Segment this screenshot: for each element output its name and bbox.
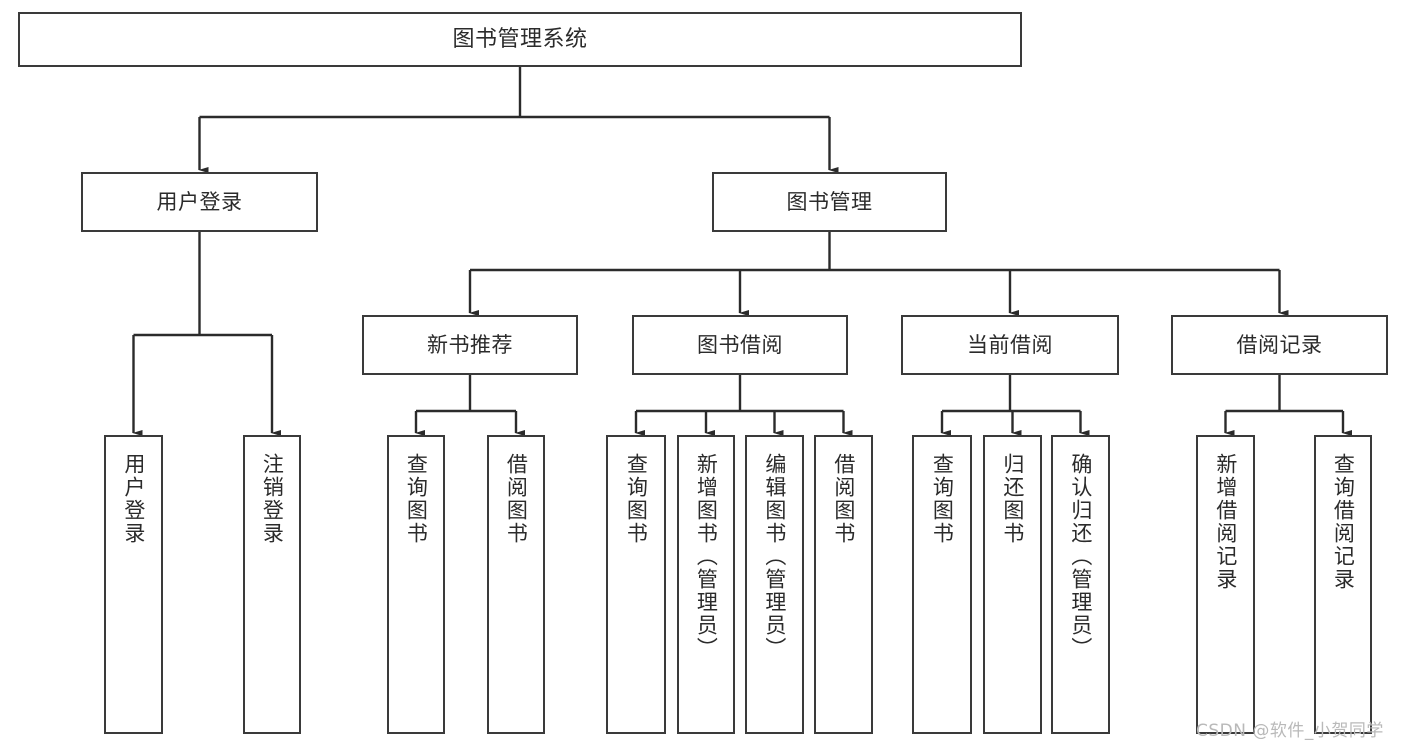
node-book-borrow-label: 图书借阅 [697,332,783,357]
node-leaf-query-record-label: 查询借阅记录 [1331,453,1356,591]
node-leaf-borrow-book-2[interactable]: 借阅图书 [814,435,873,734]
node-leaf-user-login[interactable]: 用户登录 [104,435,163,734]
node-book-manage-label: 图书管理 [786,189,873,214]
node-leaf-add-book-label: 新增图书（管理员） [694,453,719,660]
node-current-borrow-label: 当前借阅 [967,332,1053,357]
node-leaf-add-record-label: 新增借阅记录 [1213,453,1238,591]
node-leaf-query-book-2[interactable]: 查询图书 [606,435,666,734]
node-leaf-add-book[interactable]: 新增图书（管理员） [677,435,735,734]
node-leaf-edit-book[interactable]: 编辑图书（管理员） [745,435,804,734]
node-leaf-query-record[interactable]: 查询借阅记录 [1314,435,1372,734]
node-leaf-return-book[interactable]: 归还图书 [983,435,1042,734]
node-leaf-add-record[interactable]: 新增借阅记录 [1196,435,1255,734]
node-leaf-borrow-book-2-label: 借阅图书 [831,453,856,545]
node-leaf-borrow-book-1[interactable]: 借阅图书 [487,435,545,734]
node-new-book-rec-label: 新书推荐 [427,332,513,357]
node-leaf-user-logout-label: 注销登录 [260,453,285,545]
node-leaf-borrow-book-1-label: 借阅图书 [504,453,529,545]
node-book-borrow[interactable]: 图书借阅 [632,315,848,375]
node-leaf-confirm-return-label: 确认归还（管理员） [1068,453,1093,660]
node-borrow-record-label: 借阅记录 [1236,332,1323,357]
node-leaf-query-book-3[interactable]: 查询图书 [912,435,972,734]
node-leaf-query-book-1-label: 查询图书 [404,453,429,545]
node-leaf-query-book-2-label: 查询图书 [624,453,649,545]
node-book-manage[interactable]: 图书管理 [712,172,947,232]
node-leaf-user-login-label: 用户登录 [121,453,146,545]
node-root-label: 图书管理系统 [452,26,588,52]
node-borrow-record[interactable]: 借阅记录 [1171,315,1388,375]
node-leaf-query-book-1[interactable]: 查询图书 [387,435,445,734]
node-leaf-edit-book-label: 编辑图书（管理员） [762,453,787,660]
watermark: CSDN @软件_小贺同学 [1196,721,1384,741]
node-user-login-label: 用户登录 [156,189,243,214]
node-user-login[interactable]: 用户登录 [81,172,318,232]
node-root[interactable]: 图书管理系统 [18,12,1022,67]
node-current-borrow[interactable]: 当前借阅 [901,315,1119,375]
node-leaf-query-book-3-label: 查询图书 [930,453,955,545]
node-leaf-user-logout[interactable]: 注销登录 [243,435,301,734]
node-new-book-rec[interactable]: 新书推荐 [362,315,578,375]
node-leaf-return-book-label: 归还图书 [1000,453,1025,545]
node-leaf-confirm-return[interactable]: 确认归还（管理员） [1051,435,1110,734]
